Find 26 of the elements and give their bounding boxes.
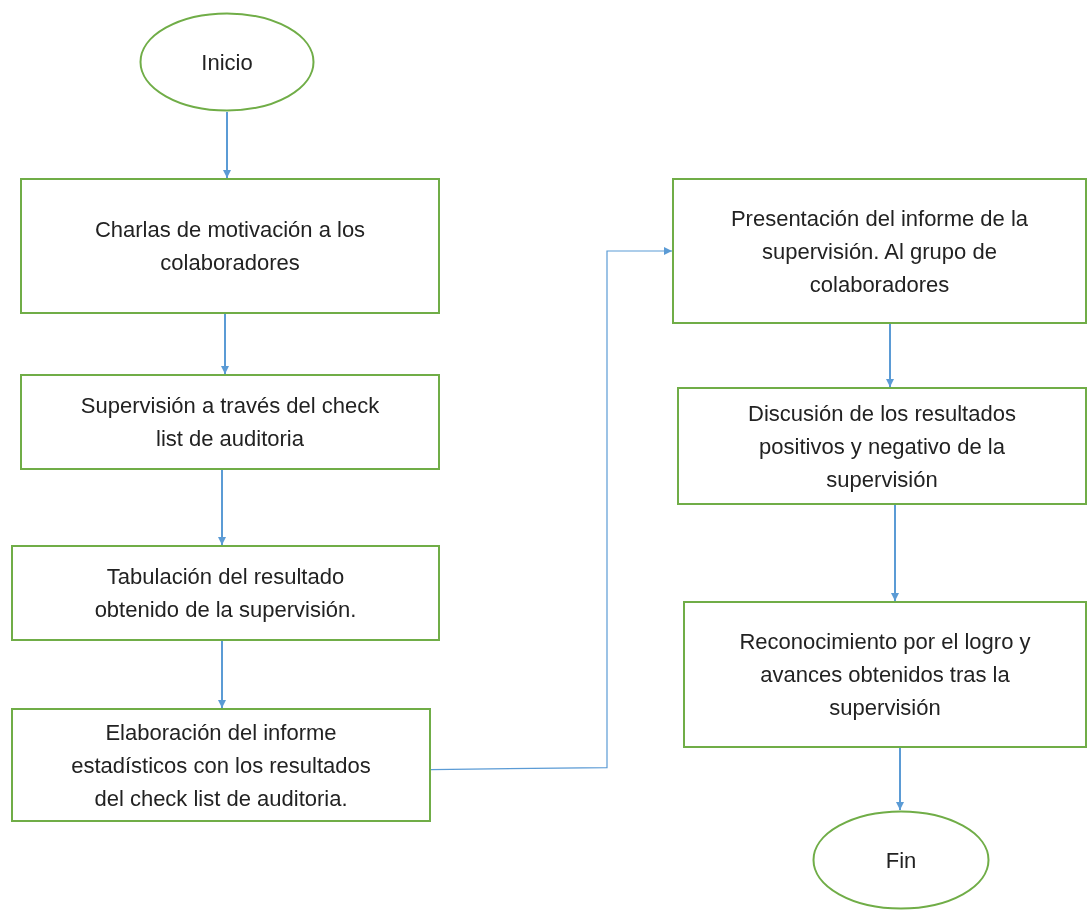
terminal-ellipse: [812, 810, 990, 910]
node-text: Presentación del informe de la supervisión. Al grupo de colaboradores: [729, 204, 1030, 299]
node-text: Fin: [885, 846, 917, 875]
node-text: Charlas de motivación a los colaboradores: [93, 216, 367, 277]
process-box: [20, 178, 440, 314]
arrow: [218, 469, 226, 546]
arrow: [221, 313, 229, 375]
node-text: Reconocimiento por el logro y avances obtenidos tras la supervisión: [738, 628, 1032, 722]
process-box: [677, 387, 1087, 505]
node-text: Discusión de los resultados positivos y negativo de la supervisión: [747, 399, 1017, 494]
node-text: Tabulación del resultado obtenido de la supervisión.: [93, 563, 358, 624]
process-box: [11, 545, 440, 641]
process-box: [20, 374, 440, 470]
process-box: [11, 708, 431, 822]
node-text: Inicio: [201, 48, 253, 77]
terminal-ellipse: [139, 12, 315, 112]
arrow: [896, 747, 904, 811]
process-box: [683, 601, 1087, 748]
process-box: [672, 178, 1087, 324]
arrow: [430, 247, 673, 771]
node-text: Elaboración del informe estadísticos con los resultados del check list de auditoria.: [70, 718, 372, 813]
arrow: [891, 504, 899, 602]
arrow: [218, 640, 226, 709]
arrow: [223, 111, 231, 179]
arrow: [886, 323, 894, 388]
node-text: Supervisión a través del check list de auditoria: [80, 392, 380, 453]
